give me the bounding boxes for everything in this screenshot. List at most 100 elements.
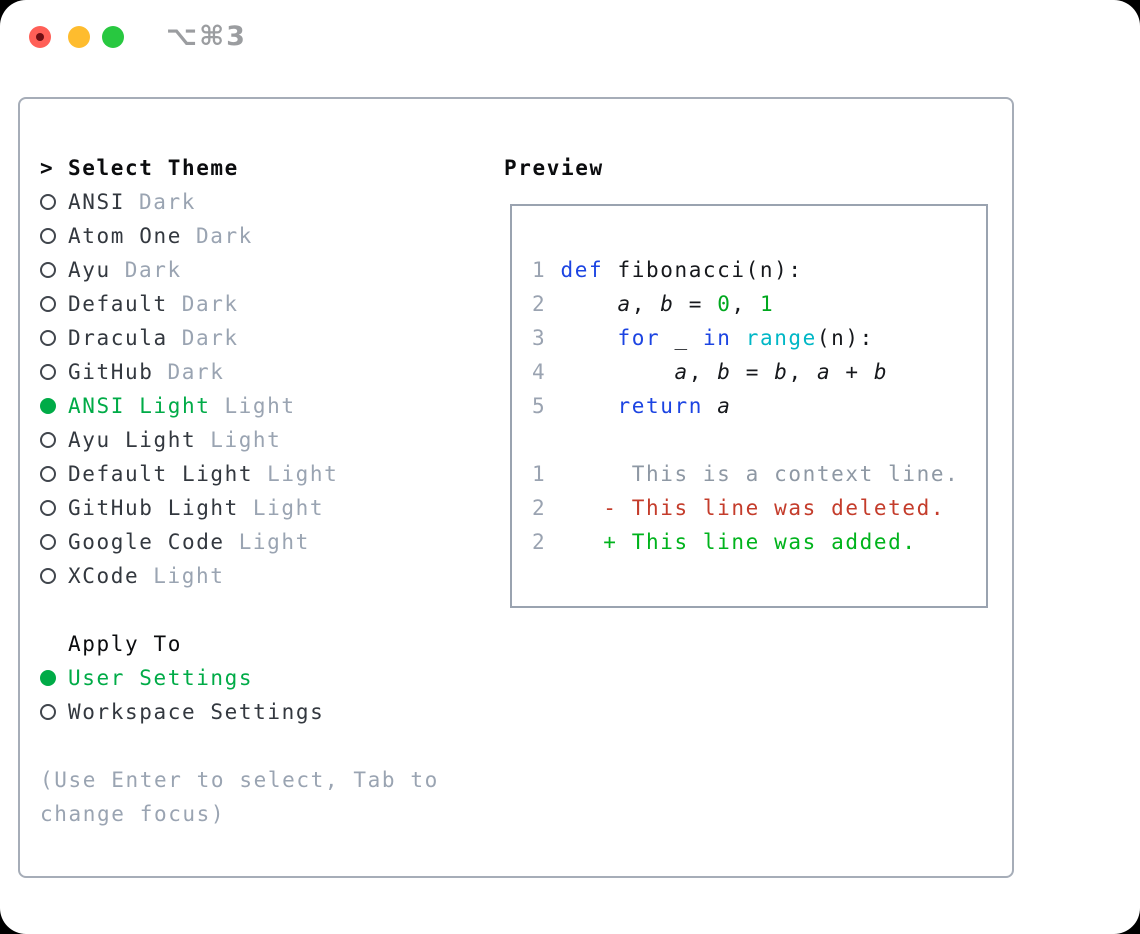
radio-icon bbox=[40, 194, 56, 210]
marker bbox=[40, 568, 68, 584]
theme-variant: Light bbox=[252, 496, 325, 520]
theme-option[interactable]: ANSI Light Light bbox=[40, 389, 470, 423]
theme-name: GitHub bbox=[68, 360, 154, 384]
theme-name: Default bbox=[68, 292, 168, 316]
code-line: 1 def fibonacci(n): bbox=[532, 253, 986, 287]
token-tx bbox=[561, 326, 618, 350]
theme-name: Default Light bbox=[68, 462, 254, 486]
marker bbox=[40, 330, 68, 346]
window-titlebar: ⌥⌘3 bbox=[0, 0, 1140, 74]
token-ctx: This is a context line. bbox=[546, 462, 960, 486]
token-ln: 2 bbox=[532, 530, 547, 554]
theme-variant: Dark bbox=[167, 360, 225, 384]
minimize-button[interactable] bbox=[68, 26, 90, 48]
marker bbox=[40, 296, 68, 312]
apply-to-header: Apply To bbox=[40, 627, 470, 661]
theme-name: ANSI Light bbox=[68, 394, 211, 418]
radio-icon bbox=[40, 534, 56, 550]
token-tx: (n): bbox=[816, 326, 874, 350]
token-add: + This line was added. bbox=[546, 530, 917, 554]
theme-picker-title: Select Theme bbox=[68, 156, 239, 180]
marker bbox=[40, 466, 68, 482]
marker bbox=[40, 500, 68, 516]
radio-icon bbox=[40, 704, 56, 720]
token-kw: return bbox=[617, 394, 703, 418]
theme-variant: Dark bbox=[124, 258, 182, 282]
marker bbox=[40, 228, 68, 244]
close-button[interactable] bbox=[29, 26, 51, 48]
token-id: b bbox=[873, 360, 889, 384]
option-label: User Settings bbox=[68, 666, 254, 690]
theme-variant: Light bbox=[238, 530, 310, 554]
radio-selected-icon bbox=[40, 670, 56, 686]
zoom-button[interactable] bbox=[102, 26, 124, 48]
marker bbox=[40, 364, 68, 380]
token-id: b bbox=[774, 360, 789, 384]
marker bbox=[40, 398, 68, 414]
token-tx: , bbox=[731, 292, 760, 316]
theme-option[interactable]: Google Code Light bbox=[40, 525, 470, 559]
code-line: 2 a, b = 0, 1 bbox=[532, 287, 986, 321]
token-num: 1 bbox=[759, 292, 775, 316]
radio-icon bbox=[40, 330, 56, 346]
theme-variant: Light bbox=[210, 428, 282, 452]
radio-icon bbox=[40, 228, 56, 244]
code-line bbox=[532, 423, 986, 457]
apply-to-option[interactable]: User Settings bbox=[40, 661, 470, 695]
token-ln: 1 bbox=[532, 258, 561, 282]
spacer bbox=[40, 729, 470, 763]
marker bbox=[40, 194, 68, 210]
window-shortcut-label: ⌥⌘3 bbox=[166, 21, 247, 52]
radio-icon bbox=[40, 500, 56, 516]
token-tx: + bbox=[831, 360, 874, 384]
token-num: 0 bbox=[717, 292, 732, 316]
token-id: a bbox=[717, 394, 732, 418]
marker bbox=[40, 262, 68, 278]
token-id: b bbox=[717, 360, 732, 384]
token-kw: for bbox=[617, 326, 661, 350]
code-line: 5 return a bbox=[532, 389, 986, 423]
token-fn: range bbox=[745, 326, 817, 350]
token-id: b bbox=[660, 292, 675, 316]
apply-to-option[interactable]: Workspace Settings bbox=[40, 695, 470, 729]
theme-variant: Light bbox=[153, 564, 225, 588]
code-line: 3 for _ in range(n): bbox=[532, 321, 986, 355]
radio-icon bbox=[40, 364, 56, 380]
theme-option[interactable]: GitHub Dark bbox=[40, 355, 470, 389]
radio-icon bbox=[40, 466, 56, 482]
token-tx: = bbox=[674, 292, 718, 316]
theme-variant: Dark bbox=[138, 190, 196, 214]
token-tx: , bbox=[631, 292, 661, 316]
token-ln: 2 bbox=[532, 496, 547, 520]
theme-variant: Dark bbox=[195, 224, 253, 248]
token-tx: fibonacci(n): bbox=[603, 258, 803, 282]
prompt-icon: > bbox=[40, 156, 55, 180]
token-id: a bbox=[674, 360, 689, 384]
preview-title: Preview bbox=[504, 156, 604, 180]
radio-icon bbox=[40, 432, 56, 448]
code-line: 4 a, b = b, a + b bbox=[532, 355, 986, 389]
token-kw: in bbox=[702, 326, 732, 350]
token-tx bbox=[731, 326, 745, 350]
theme-name: Google Code bbox=[68, 530, 225, 554]
unsaved-dot-icon bbox=[36, 33, 44, 41]
marker bbox=[40, 534, 68, 550]
theme-variant: Light bbox=[224, 394, 296, 418]
token-tx: = bbox=[731, 360, 775, 384]
token-ln: 5 bbox=[532, 394, 561, 418]
apply-to-title: Apply To bbox=[68, 632, 182, 656]
theme-name: Dracula bbox=[68, 326, 168, 350]
